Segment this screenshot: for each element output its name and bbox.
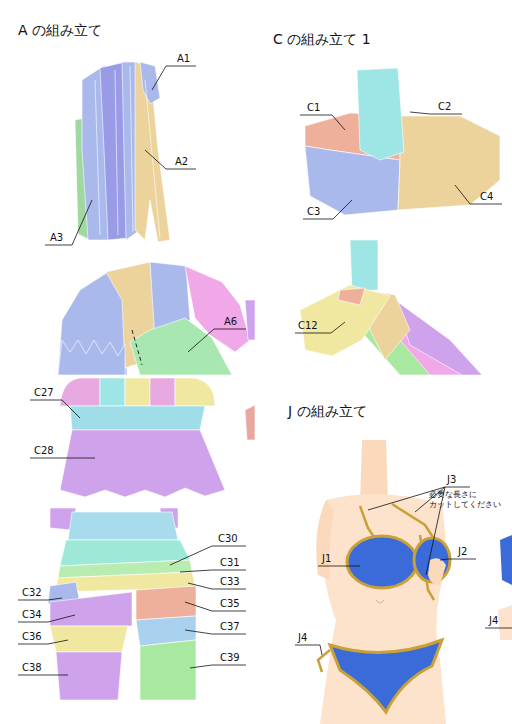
callout-number: C1 (307, 102, 320, 114)
section-heading: A の組み立て (18, 22, 102, 39)
cut-note: 必要な長さに カットしてください (429, 490, 509, 510)
callout-number: C12 (298, 320, 318, 332)
callout-number: C32 (22, 587, 42, 599)
callout-number: C30 (218, 533, 238, 545)
callout-number: C3 (307, 206, 320, 218)
callout-number: C33 (220, 576, 240, 588)
callout-number: C35 (220, 598, 240, 610)
section-heading: C の組み立て 1 (273, 31, 371, 48)
callout-number: C27 (34, 387, 54, 399)
callout-number: J3 (447, 474, 456, 486)
callout-number: C4 (480, 191, 493, 203)
callout-number: A6 (224, 316, 237, 328)
section-heading: J の組み立て (288, 403, 367, 420)
callout-number: J4 (298, 632, 307, 644)
callout-number: C28 (34, 445, 54, 457)
callout-number: C34 (22, 609, 42, 621)
callout-number: A2 (175, 156, 188, 168)
callout-number: A1 (177, 53, 190, 65)
callout-number: C37 (220, 621, 240, 633)
callout-number: J1 (322, 553, 331, 565)
callout-number: C31 (220, 557, 240, 569)
callout-number: J4 (489, 615, 498, 627)
callout-number: C38 (22, 662, 42, 674)
callout-number: A3 (50, 232, 63, 244)
callout-number: J2 (458, 546, 467, 558)
callout-number: C2 (438, 101, 451, 113)
callout-number: C39 (220, 652, 240, 664)
callout-number: C36 (22, 631, 42, 643)
